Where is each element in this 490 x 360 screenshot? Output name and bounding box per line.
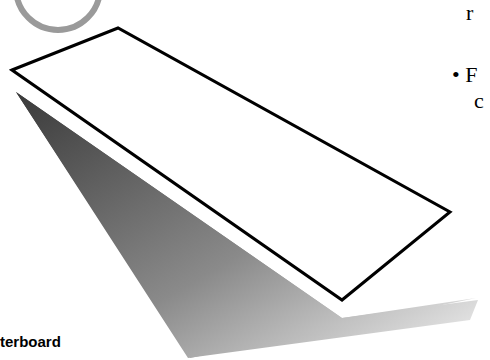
cropped-circle: [16, 0, 100, 30]
figure-label: terboard: [0, 334, 61, 349]
bullet-text: • F: [452, 64, 477, 86]
posterboard: [12, 28, 450, 300]
cropped-text: r: [466, 2, 473, 24]
cropped-text: c: [474, 90, 484, 112]
